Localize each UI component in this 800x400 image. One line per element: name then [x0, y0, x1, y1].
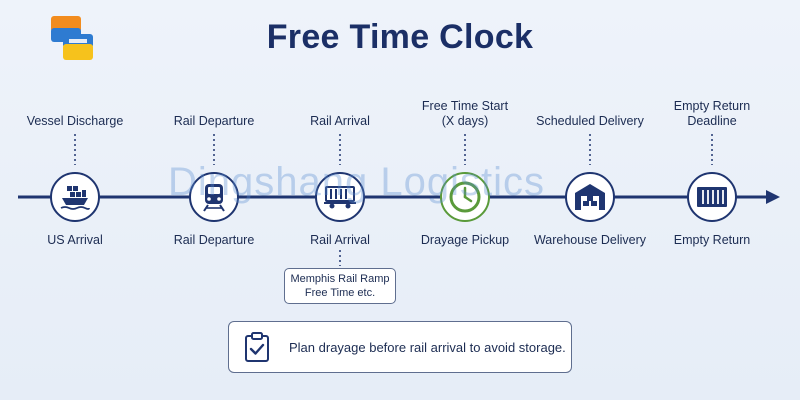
container-icon — [697, 187, 727, 207]
stage-3-node — [315, 172, 365, 222]
stage-1-node — [50, 172, 100, 222]
logo-icon — [51, 16, 93, 60]
stage-3-bottom-label: Rail Arrival — [310, 233, 370, 247]
stage-2-bottom-label: Rail Departure — [173, 233, 255, 247]
stage-3-top-label: Rail Arrival — [310, 114, 370, 128]
stage-5-node — [565, 172, 615, 222]
warehouse-icon — [575, 184, 605, 210]
stage-5-bottom-label: Warehouse Delivery — [533, 233, 647, 247]
ship-icon — [60, 186, 90, 210]
rail-ramp-note: Memphis Rail Ramp Free Time etc. — [284, 268, 396, 304]
stage-5-top-label: Scheduled Delivery — [536, 114, 644, 128]
railcar-icon — [324, 186, 356, 209]
stage-6-top-label: Empty Return Deadline — [673, 99, 751, 128]
stage-2-node — [189, 172, 239, 222]
stage-4-node — [440, 172, 490, 222]
stage-2-top-label: Rail Departure — [173, 114, 255, 128]
clock-icon — [449, 181, 481, 213]
train-icon — [203, 184, 225, 212]
tip-callout: Plan drayage before rail arrival to avoi… — [228, 321, 572, 373]
stage-6-bottom-label: Empty Return — [673, 233, 751, 247]
stage-4-bottom-label: Drayage Pickup — [420, 233, 510, 247]
stage-6-node — [687, 172, 737, 222]
stage-4-top-label: Free Time Start (X days) — [421, 99, 509, 128]
clipboard-check-icon — [245, 332, 269, 362]
page-title: Free Time Clock — [266, 18, 534, 56]
tip-text: Plan drayage before rail arrival to avoi… — [289, 339, 566, 355]
stage-1-bottom-label: US Arrival — [47, 233, 103, 247]
stage-1-top-label: Vessel Discharge — [26, 114, 124, 128]
